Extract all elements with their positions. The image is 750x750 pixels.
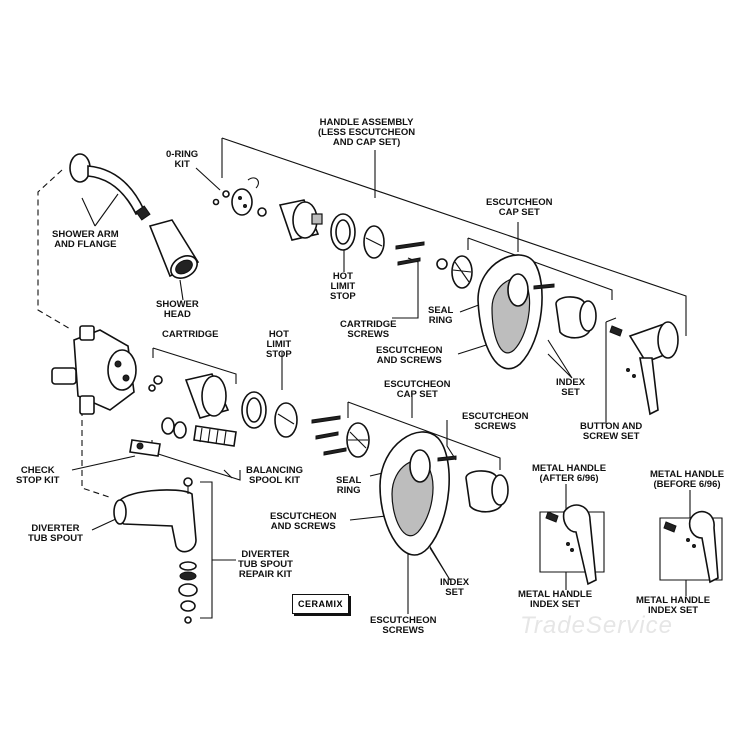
valve-body	[51, 325, 163, 415]
label-metal-handle-after: METAL HANDLE(AFTER 6/96)	[532, 463, 607, 484]
lower-cartridge-row	[184, 373, 370, 458]
upper-valve-trim	[278, 199, 679, 416]
diverter-tub-spout	[113, 477, 198, 624]
watermark: TradeService	[520, 612, 673, 639]
check-stop-parts	[129, 439, 161, 457]
label-cartridge: CARTRIDGE	[162, 329, 219, 340]
o-ring-kit-parts	[212, 177, 267, 217]
label-metal-handle-before: METAL HANDLE(BEFORE 6/96)	[650, 469, 725, 490]
metal-handles	[545, 504, 719, 586]
lower-escutcheon	[379, 431, 509, 556]
ceramix-brand-box: CERAMIX	[292, 594, 350, 614]
balancing-spool-kit	[161, 417, 237, 447]
shower-arm-and-head	[69, 153, 200, 279]
